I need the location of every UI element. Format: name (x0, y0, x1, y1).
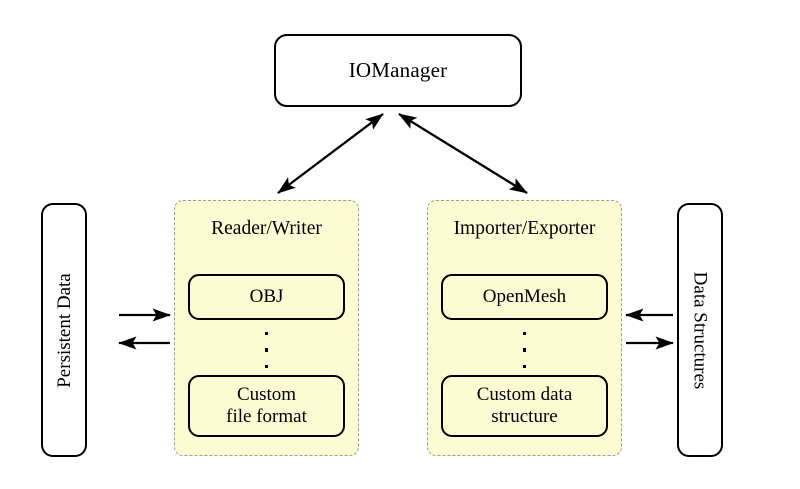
reader-writer-panel[interactable]: Reader/Writer OBJ Custom file format (174, 200, 359, 456)
persistent-data-box[interactable]: Persistent Data (41, 203, 87, 457)
custom-file-format-line1: Custom (236, 383, 297, 405)
custom-data-structure-line1: Custom data (476, 383, 573, 405)
importer-exporter-panel[interactable]: Importer/Exporter OpenMesh Custom data s… (427, 200, 622, 456)
data-structures-box[interactable]: Data Structures (677, 203, 723, 457)
data-structures-label: Data Structures (689, 271, 711, 389)
reader-writer-item-obj-label: OBJ (249, 285, 284, 307)
custom-data-structure-line2: structure (491, 406, 558, 427)
arrow-manager-to-importer-exporter (398, 113, 528, 194)
reader-writer-item-custom-file-format[interactable]: Custom file format (188, 375, 345, 437)
reader-writer-ellipsis-icon (175, 332, 358, 368)
reader-writer-title: Reader/Writer (211, 218, 322, 239)
iomanager-label: IOManager (348, 58, 448, 82)
persistent-data-label: Persistent Data (53, 272, 75, 388)
importer-exporter-ellipsis-icon (428, 332, 621, 368)
custom-file-format-line2: file format (226, 406, 307, 427)
importer-exporter-item-custom-data-structure[interactable]: Custom data structure (441, 375, 608, 437)
reader-writer-item-custom-file-format-label: Custom file format (226, 384, 307, 429)
arrow-manager-to-reader-writer (277, 113, 384, 194)
reader-writer-item-obj[interactable]: OBJ (188, 274, 345, 320)
importer-exporter-item-openmesh-label: OpenMesh (482, 285, 567, 307)
importer-exporter-item-openmesh[interactable]: OpenMesh (441, 274, 608, 320)
importer-exporter-item-custom-data-structure-label: Custom data structure (477, 384, 573, 429)
importer-exporter-title: Importer/Exporter (453, 218, 596, 239)
iomanager-box[interactable]: IOManager (274, 34, 522, 107)
